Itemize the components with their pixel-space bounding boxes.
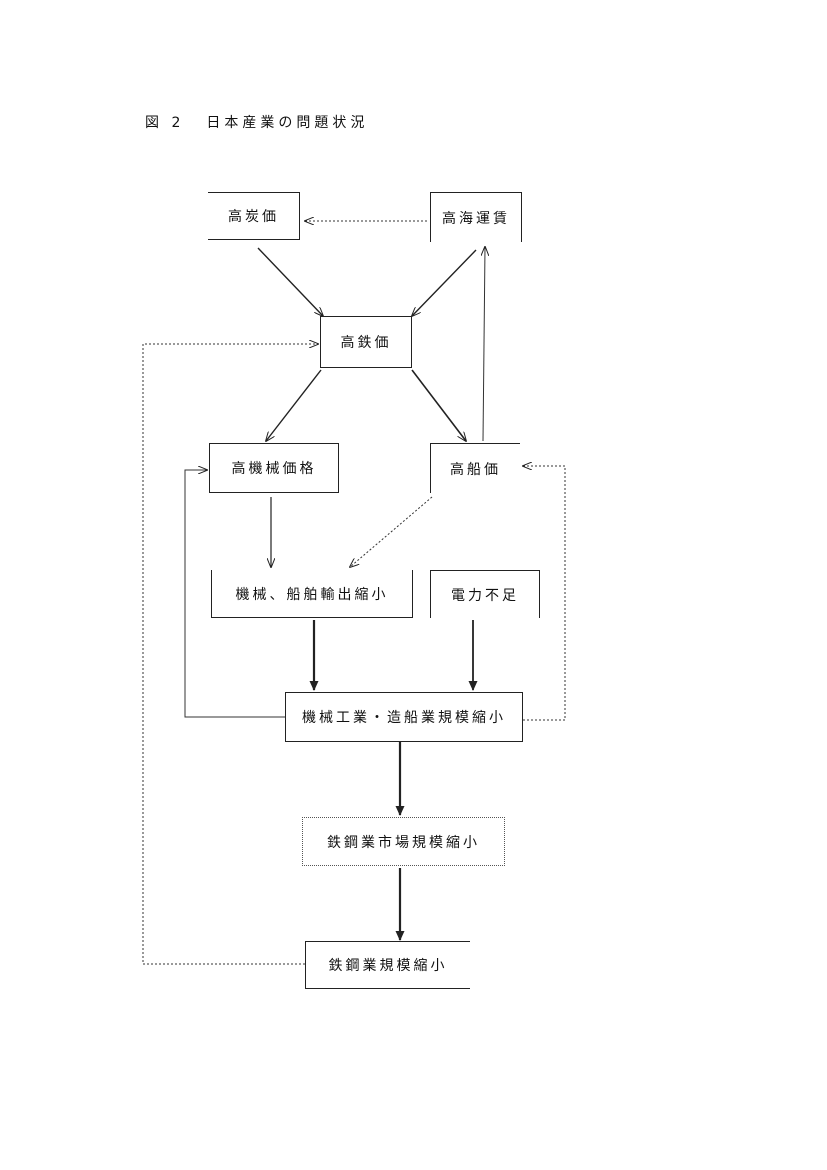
node-high-ship-price: 高船価 bbox=[430, 443, 520, 493]
arrow-ship-price-to-freight bbox=[483, 247, 485, 442]
node-steel-industry-scale-shrink: 鉄鋼業規模縮小 bbox=[305, 941, 470, 989]
node-machinery-ship-export-shrink: 機械、船舶輸出縮小 bbox=[211, 570, 413, 618]
arrow-iron-to-ship-price bbox=[411, 369, 466, 441]
figure-title: 日本産業の問題状況 bbox=[206, 115, 369, 131]
figure-number: 図 2 bbox=[145, 115, 185, 131]
node-machinery-shipbuilding-scale-shrink: 機械工業・造船業規模縮小 bbox=[285, 692, 523, 742]
node-high-ocean-freight: 高海運賃 bbox=[430, 192, 522, 242]
arrow-industry-scale-to-ship-price bbox=[523, 466, 566, 721]
node-high-machinery-price: 高機械価格 bbox=[209, 443, 339, 493]
arrow-iron-to-machinery-price bbox=[266, 369, 322, 441]
arrow-coal-to-iron bbox=[257, 247, 323, 316]
arrow-ship-price-to-export bbox=[350, 496, 433, 567]
node-high-coal-price: 高炭価 bbox=[208, 192, 300, 240]
arrow-freight-to-iron bbox=[412, 249, 477, 316]
node-steel-market-scale-shrink: 鉄鋼業市場規模縮小 bbox=[302, 817, 505, 866]
arrow-steel-scale-to-iron bbox=[142, 344, 318, 965]
figure-caption: 図 2 日本産業の問題状況 bbox=[145, 112, 368, 132]
arrow-industry-scale-to-machinery-price bbox=[184, 470, 285, 718]
node-electric-power-shortage: 電力不足 bbox=[430, 570, 540, 618]
node-high-iron-price: 高鉄価 bbox=[320, 316, 412, 368]
